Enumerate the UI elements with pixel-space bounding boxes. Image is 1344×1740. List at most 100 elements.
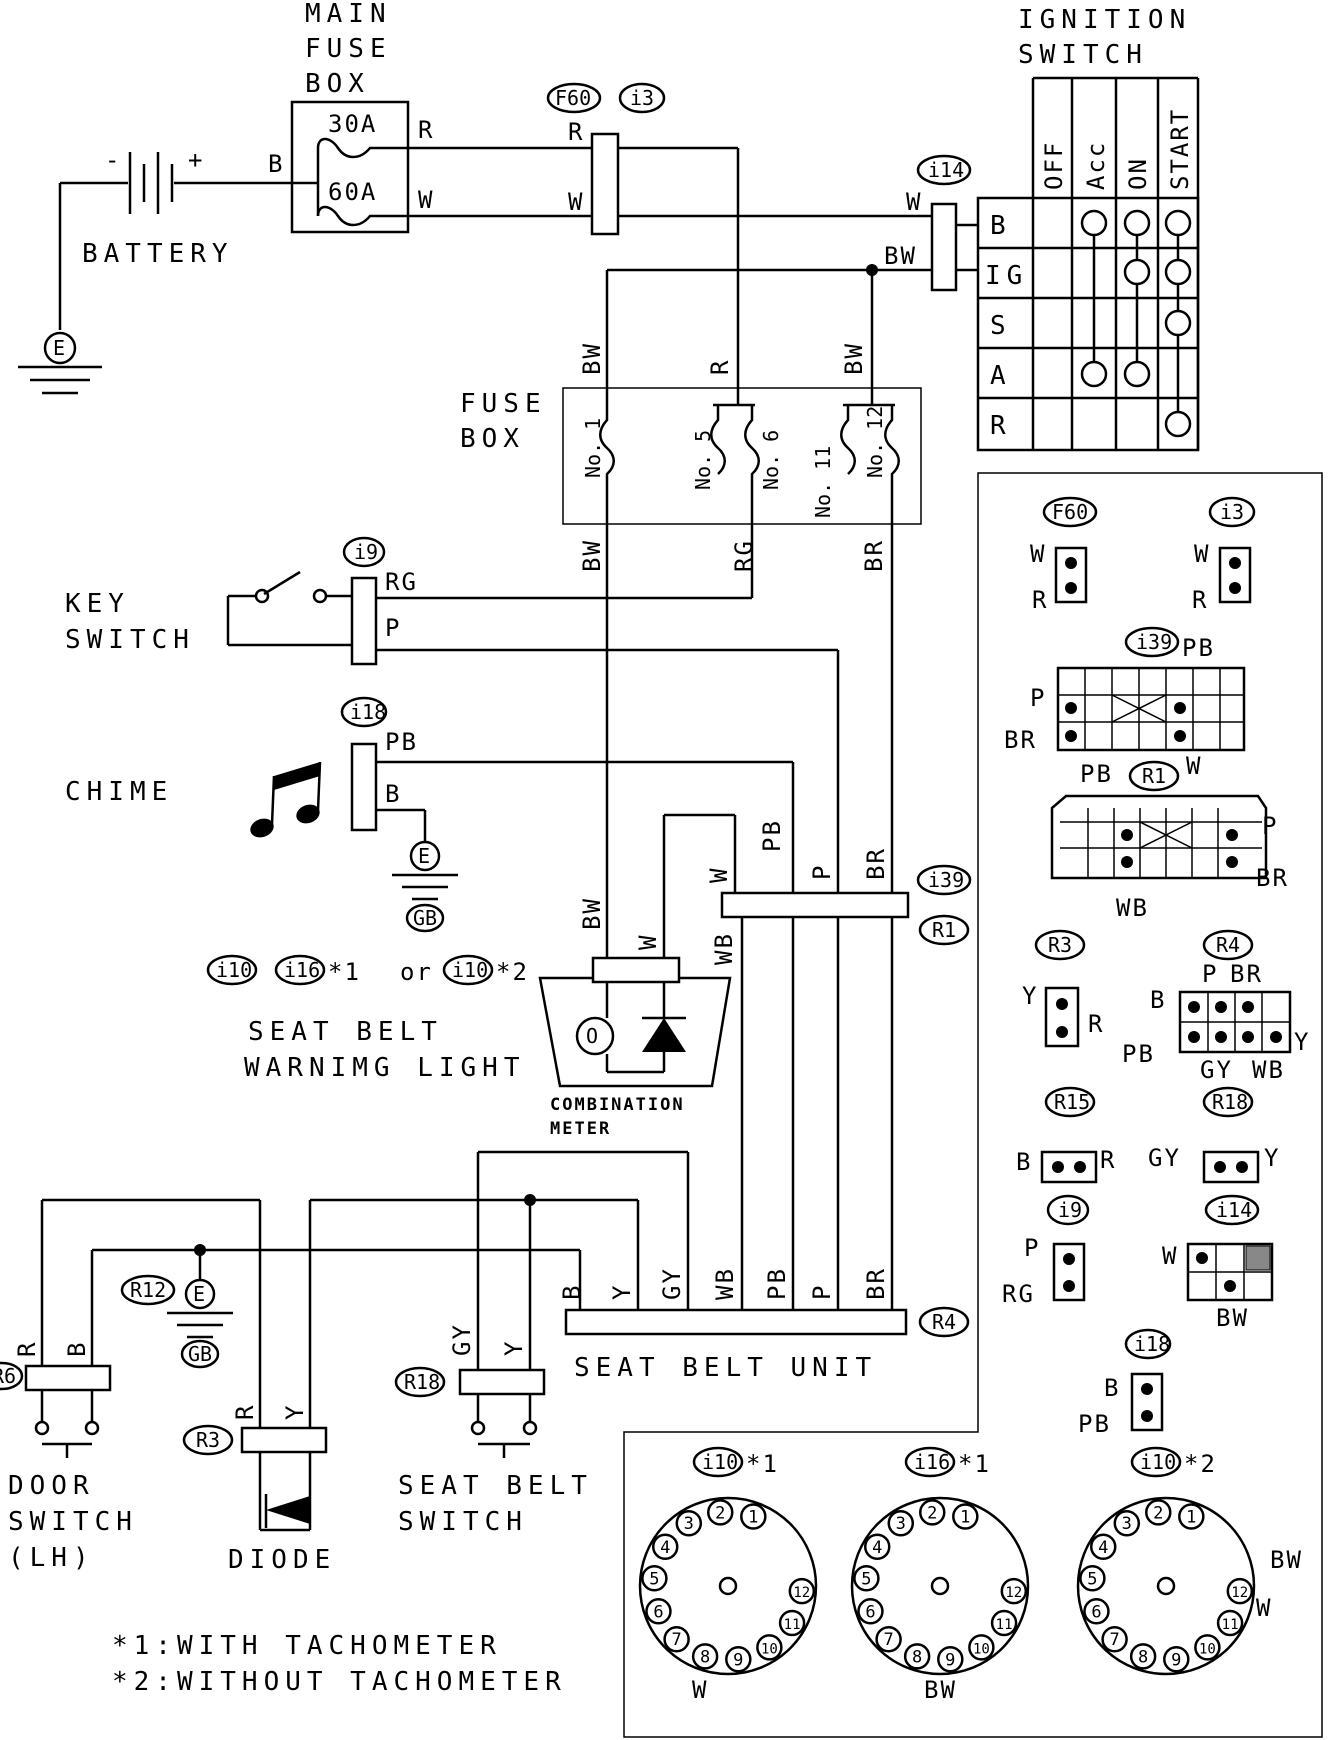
meter-pin-label: 10 — [761, 1641, 778, 1657]
door-switch-label: DOOR SWITCH (LH) — [8, 1471, 132, 1573]
connector-r18-label: R18 — [394, 1366, 446, 1398]
svg-text:RG: RG — [730, 539, 758, 572]
meter-face-title: i10 — [702, 1450, 738, 1474]
connector-f60-label: F60 — [546, 82, 602, 114]
conn-view-r15: R15 B R — [1016, 1086, 1116, 1184]
meter-pin-label: 11 — [784, 1617, 801, 1633]
svg-text:R4: R4 — [932, 1310, 956, 1334]
meter-pin — [1226, 1577, 1254, 1605]
meter-pin-label: 7 — [883, 1630, 893, 1650]
svg-text:R3: R3 — [196, 1428, 220, 1452]
meter-pin — [1113, 1509, 1141, 1537]
svg-text:R: R — [1192, 586, 1208, 614]
svg-text:E: E — [418, 844, 430, 868]
svg-text:R: R — [231, 1404, 259, 1420]
svg-text:RG: RG — [385, 568, 418, 596]
svg-text:R18: R18 — [1212, 1090, 1248, 1114]
svg-text:R: R — [1100, 1146, 1116, 1174]
svg-text:BR: BR — [862, 847, 890, 880]
seat-belt-switch-label: SEAT BELT SWITCH — [398, 1471, 587, 1537]
meter-pin-label: 10 — [973, 1641, 990, 1657]
meter-face-title: i10 — [1140, 1450, 1176, 1474]
svg-text:B: B — [1150, 986, 1166, 1014]
svg-text:B: B — [1016, 1148, 1032, 1176]
svg-text:BW: BW — [1216, 1304, 1249, 1332]
fuse-30a — [316, 137, 404, 159]
meter-pin-label: 1 — [960, 1507, 970, 1527]
seat-belt-switch — [470, 1394, 538, 1458]
svg-text:R: R — [1088, 1010, 1104, 1038]
svg-text:or: or — [400, 958, 433, 986]
svg-text:i3: i3 — [630, 86, 654, 110]
svg-text:i14: i14 — [1216, 1198, 1252, 1222]
fuse-no11 — [840, 405, 856, 475]
meter-pin-label: 12 — [793, 1585, 810, 1601]
svg-text:R: R — [706, 359, 734, 375]
meter-face-mark: *2 — [1184, 1450, 1217, 1478]
ground-e-chime: E GB — [392, 840, 458, 933]
meter-pin — [1194, 1634, 1221, 1661]
svg-text:FUSE: FUSE — [460, 389, 547, 419]
meter-pin-label: 2 — [1153, 1503, 1163, 1523]
connector-f60-i3 — [590, 132, 620, 236]
meter-pin-label: 5 — [1087, 1569, 1097, 1589]
chime-icon — [250, 761, 322, 838]
fuse-no1 — [599, 405, 615, 525]
svg-text:GY: GY — [1148, 1144, 1181, 1172]
svg-text:i18: i18 — [350, 700, 386, 724]
svg-text:W: W — [1162, 1242, 1178, 1270]
meter-tag: W — [1256, 1594, 1272, 1622]
meter-face-mark: *1 — [958, 1450, 991, 1478]
svg-text:START: START — [1166, 108, 1194, 190]
meter-face-mark: *1 — [746, 1450, 779, 1478]
door-switch — [34, 1390, 100, 1458]
svg-text:W: W — [1194, 540, 1210, 568]
svg-text:BOX: BOX — [305, 69, 370, 99]
svg-text:GB: GB — [413, 906, 437, 930]
diode — [258, 1452, 312, 1532]
conn-view-i14: i14 W BW — [1162, 1194, 1274, 1332]
chime-label: CHIME — [65, 777, 173, 807]
svg-text:R12: R12 — [130, 1278, 166, 1302]
meter-pin — [853, 1565, 880, 1592]
svg-text:ON: ON — [1124, 157, 1152, 190]
connector-i18 — [350, 742, 378, 832]
svg-text:R1: R1 — [1142, 764, 1166, 788]
fuse-60a-label: 60A — [328, 178, 377, 206]
svg-text:BR: BR — [862, 1267, 890, 1300]
meter-face-body — [850, 1496, 1030, 1676]
svg-text:WB: WB — [710, 932, 738, 965]
svg-text:i9: i9 — [1058, 1198, 1082, 1222]
svg-text:No. 6: No. 6 — [759, 430, 783, 490]
meter-pin-label: 11 — [996, 1617, 1013, 1633]
connector-i14-label: i14 — [916, 154, 972, 186]
meter-pin — [990, 1609, 1018, 1637]
svg-text:i39: i39 — [928, 868, 964, 892]
meter-pin — [691, 1643, 719, 1670]
svg-text:P: P — [1030, 684, 1046, 712]
svg-text:P: P — [385, 614, 401, 642]
svg-text:No. 11: No. 11 — [811, 446, 835, 518]
meter-tag: BW — [924, 1676, 957, 1704]
svg-text:i18: i18 — [1134, 1332, 1170, 1356]
svg-text:R6: R6 — [0, 1364, 16, 1388]
svg-text:Y: Y — [1022, 982, 1038, 1010]
connector-r6-label: R6 — [0, 1361, 24, 1391]
svg-text:BR: BR — [1230, 960, 1263, 988]
connector-r3 — [240, 1426, 328, 1454]
svg-text:SWITCH: SWITCH — [65, 625, 195, 655]
meter-pin-label: 3 — [896, 1514, 906, 1534]
meter-pin — [903, 1643, 931, 1670]
meter-connector-caption: i10 i16 *1 or i10 *2 — [206, 954, 527, 986]
meter-pin — [1000, 1577, 1028, 1605]
svg-text:*1:WITH TACHOMETER: *1:WITH TACHOMETER — [112, 1631, 502, 1661]
meter-pin — [675, 1509, 703, 1537]
svg-text:MAIN: MAIN — [305, 0, 392, 29]
svg-text:W: W — [568, 188, 584, 216]
svg-text:PB: PB — [1182, 634, 1215, 662]
svg-text:B: B — [558, 1284, 586, 1300]
svg-text:BW: BW — [884, 242, 917, 270]
svg-text:R18: R18 — [404, 1370, 440, 1394]
